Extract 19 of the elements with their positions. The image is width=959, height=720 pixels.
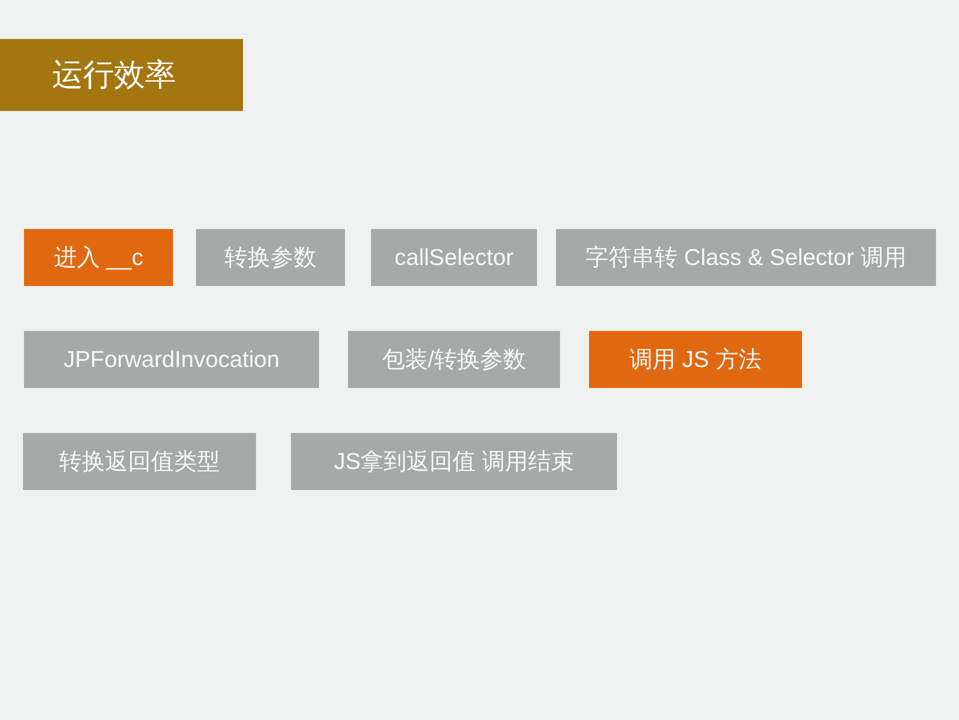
step-box [24, 331, 319, 388]
step-label: 进入 __c [54, 243, 144, 272]
step-box [196, 229, 345, 286]
step-label: 转换参数 [224, 243, 316, 272]
step-box [556, 229, 936, 286]
step-box [371, 229, 537, 286]
step-box [23, 433, 256, 490]
step-box [589, 331, 802, 388]
step-label: 调用 JS 方法 [630, 345, 762, 374]
step-label: callSelector [394, 244, 514, 271]
step-label: JS拿到返回值 调用结束 [334, 447, 574, 476]
step-label: 包装/转换参数 [382, 345, 526, 374]
step-label: 字符串转 Class & Selector 调用 [586, 243, 906, 272]
step-box [348, 331, 560, 388]
step-box [291, 433, 617, 490]
title: 运行效率 [52, 56, 176, 94]
step-box [24, 229, 173, 286]
step-label: 转换返回值类型 [59, 447, 220, 476]
step-label: JPForwardInvocation [63, 346, 280, 373]
